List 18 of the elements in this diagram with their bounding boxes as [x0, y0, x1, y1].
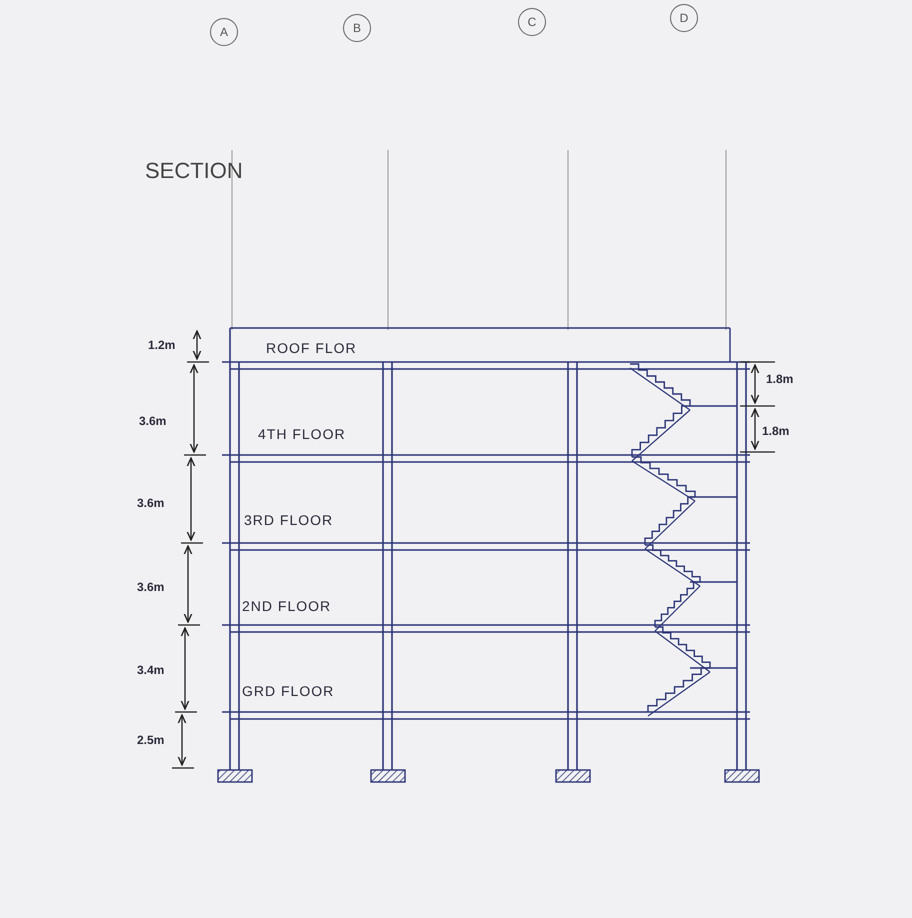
floor-label: GRD FLOOR: [242, 683, 334, 699]
dimension-text: 3.6m: [137, 580, 164, 594]
dimension-text: 1.2m: [148, 338, 176, 352]
dimension-text: 1.8m: [762, 424, 790, 438]
floor-label: 2ND FLOOR: [242, 598, 332, 614]
dimension-text: 1.8m: [766, 372, 794, 386]
grid-bubble: A: [210, 18, 238, 46]
floor-label: 4TH FLOOR: [258, 426, 346, 442]
section-title: SECTION: [145, 158, 243, 184]
grid-bubble: C: [518, 8, 546, 36]
dimension-text: 2.5m: [137, 733, 164, 747]
dimension-text: 3.4m: [137, 663, 164, 677]
floor-label: 3RD FLOOR: [244, 512, 334, 528]
floor-label: ROOF FLOR: [266, 340, 357, 356]
dimension-text: 3.6m: [137, 496, 164, 510]
dimension-text: 3.6m: [139, 414, 166, 428]
grid-bubble: D: [670, 4, 698, 32]
grid-bubble: B: [343, 14, 371, 42]
